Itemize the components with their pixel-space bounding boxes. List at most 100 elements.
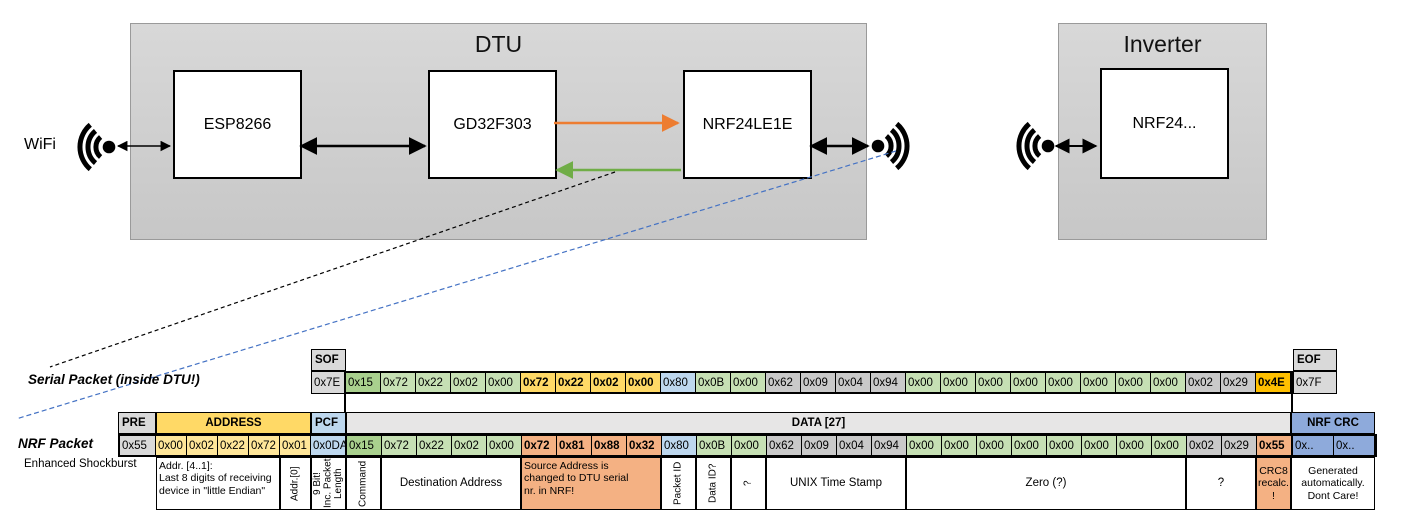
- nrf-data-cell: 0x00: [1012, 436, 1047, 455]
- nrf-data-cell: 0x00: [942, 436, 977, 455]
- annotation-source: Source Address is changed to DTU serial …: [521, 457, 661, 510]
- serial-byte-cell: 0x29: [1221, 373, 1256, 392]
- nrf-data-cell: 0x88: [592, 436, 627, 455]
- enhanced-shockburst-label: Enhanced Shockburst: [24, 458, 137, 470]
- serial-byte-cell: 0x02: [451, 373, 486, 392]
- nrf-data-cell: 0x29: [1222, 436, 1257, 455]
- annotation-command: Command: [346, 457, 381, 510]
- nrf-data-cell: 0x09: [802, 436, 837, 455]
- nrf-data-cell: 0x80: [662, 436, 697, 455]
- serial-byte-cell: 0x00: [1151, 373, 1186, 392]
- nrf-crc-header: NRF CRC: [1291, 412, 1375, 434]
- serial-byte-cell: 0x94: [871, 373, 906, 392]
- nrf-data-cell: 0x00: [1047, 436, 1082, 455]
- annotation-pcf: 9 Bit! Inc. Packet Length: [311, 457, 346, 510]
- serial-byte-cell: 0x00: [1081, 373, 1116, 392]
- nrf-address-cell: 0x72: [249, 436, 280, 455]
- serial-byte-cell: 0x04: [836, 373, 871, 392]
- sof-header: SOF: [311, 349, 346, 371]
- wifi-icon: [872, 124, 907, 168]
- serial-byte-cell: 0x00: [1046, 373, 1081, 392]
- wifi-icon: [1019, 124, 1054, 168]
- nrf-crc-cell: 0x..: [1293, 436, 1334, 455]
- data-start-connector: [344, 394, 346, 412]
- serial-byte-cell: 0x00: [486, 373, 521, 392]
- serial-byte-cell: 0x00: [1011, 373, 1046, 392]
- nrf-data-cell: 0x72: [522, 436, 557, 455]
- nrf-data-cell: 0x62: [767, 436, 802, 455]
- wifi-label: WiFi: [24, 136, 56, 153]
- data-end-connector: [1291, 394, 1293, 412]
- inverter-title: Inverter: [1123, 31, 1202, 57]
- serial-byte-cell: 0x72: [521, 373, 556, 392]
- serial-byte-cell: 0x0B: [696, 373, 731, 392]
- serial-byte-cell: 0x72: [381, 373, 416, 392]
- serial-byte-cell: 0x22: [416, 373, 451, 392]
- annotation-addr0: Addr.[0]: [280, 457, 311, 510]
- nrf-address-cell: 0x22: [218, 436, 249, 455]
- esp8266-box: ESP8266: [173, 70, 302, 179]
- annotation-data-id: Data ID?: [696, 457, 731, 510]
- annotation-question-1: ?: [731, 457, 766, 510]
- annotation-addr41: Addr. [4..1]: Last 8 digits of receiving…: [156, 457, 280, 510]
- nrf-data-cell: 0x81: [557, 436, 592, 455]
- nrf-data-cell: 0x00: [907, 436, 942, 455]
- nrf-data-cell: 0x00: [732, 436, 767, 455]
- serial-byte-cell: 0x09: [801, 373, 836, 392]
- data-header: DATA [27]: [346, 412, 1291, 434]
- nrf24le1e-box: NRF24LE1E: [683, 70, 812, 179]
- annotation-unix-timestamp: UNIX Time Stamp: [766, 457, 906, 510]
- nrf-data-cell: 0x55: [1257, 436, 1292, 455]
- annotation-destination: Destination Address: [381, 457, 521, 510]
- nrf-data-cell: 0x04: [837, 436, 872, 455]
- serial-packet-label: Serial Packet (inside DTU!): [28, 372, 200, 387]
- nrf-data-cell: 0x22: [417, 436, 452, 455]
- nrf-address-cell: 0x01: [280, 436, 311, 455]
- nrf-data-cell: 0x00: [1117, 436, 1152, 455]
- serial-byte-cell: 0x00: [1116, 373, 1151, 392]
- serial-byte-cell: 0x02: [591, 373, 626, 392]
- nrf-data-cell: 0x00: [1152, 436, 1187, 455]
- wifi-icon: [80, 125, 115, 169]
- annotation-crc-note: Generated automatically. Dont Care!: [1291, 457, 1375, 510]
- eof-value: 0x7F: [1293, 371, 1337, 394]
- nrf-data-cell: 0x00: [977, 436, 1012, 455]
- nrf-data-cell: 0x0B: [697, 436, 732, 455]
- nrf-data-cell: 0x00: [1082, 436, 1117, 455]
- serial-byte-cell: 0x00: [976, 373, 1011, 392]
- annotation-packet-id: Packet ID: [661, 457, 696, 510]
- annotation-question-2: ?: [1186, 457, 1256, 510]
- nrf-crc-cell: 0x..: [1334, 436, 1375, 455]
- serial-byte-cell: 0x00: [626, 373, 661, 392]
- serial-byte-cell: 0x00: [941, 373, 976, 392]
- inverter-nrf24-box: NRF24...: [1100, 68, 1229, 179]
- serial-byte-cell: 0x4E: [1256, 373, 1291, 392]
- serial-byte-cell: 0x80: [661, 373, 696, 392]
- pre-header: PRE: [118, 412, 156, 434]
- serial-byte-cell: 0x22: [556, 373, 591, 392]
- dtu-title: DTU: [474, 31, 523, 57]
- nrf-pre-cell: 0x55: [120, 436, 156, 455]
- pcf-header: PCF: [311, 412, 346, 434]
- serial-byte-cell: 0x15: [346, 373, 381, 392]
- address-header: ADDRESS: [156, 412, 311, 434]
- nrf-data-cell: 0x94: [872, 436, 907, 455]
- nrf-data-cell: 0x02: [1187, 436, 1222, 455]
- eof-header: EOF: [1293, 349, 1337, 371]
- sof-value: 0x7E: [311, 371, 346, 394]
- serial-byte-cell: 0x00: [906, 373, 941, 392]
- nrf-data-cell: 0x72: [382, 436, 417, 455]
- nrf-data-cell: 0x00: [487, 436, 522, 455]
- nrf-address-cell: 0x02: [187, 436, 218, 455]
- serial-byte-cell: 0x00: [731, 373, 766, 392]
- annotation-zero: Zero (?): [906, 457, 1186, 510]
- nrf-data-cell: 0x32: [627, 436, 662, 455]
- gd32f303-box: GD32F303: [428, 70, 557, 179]
- nrf-data-cell: 0x15: [347, 436, 382, 455]
- nrf-pcf-cell: 0x0DA: [311, 436, 348, 455]
- serial-byte-cell: 0x62: [766, 373, 801, 392]
- nrf-packet-label: NRF Packet: [18, 436, 94, 451]
